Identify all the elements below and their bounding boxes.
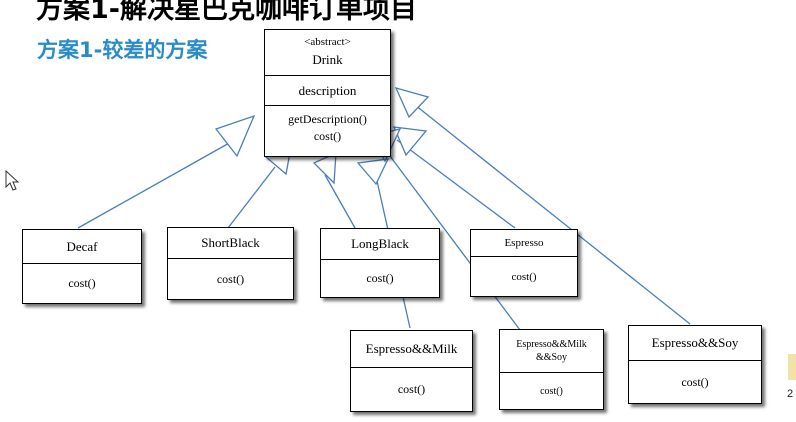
drink-class-name: Drink bbox=[312, 52, 343, 67]
drink-attribute-compartment: description bbox=[265, 75, 390, 105]
espresso-class-name: Espresso bbox=[504, 237, 544, 249]
shortblack-method-cost: cost() bbox=[168, 258, 293, 299]
longblack-class-name: LongBlack bbox=[351, 236, 409, 251]
slide-heading: 方案1-解决星巴克咖啡订单项目 bbox=[36, 0, 417, 25]
drink-method-getdescription: getDescription() bbox=[288, 112, 367, 126]
espresso-milk-soy-class-box: Espresso&&Milk &&Soy cost() bbox=[499, 329, 604, 410]
drink-attribute: description bbox=[298, 82, 357, 98]
drink-stereotype: <abstract> bbox=[304, 36, 351, 48]
espresso-milk-soy-name-compartment: Espresso&&Milk &&Soy bbox=[500, 330, 603, 372]
decaf-arrowhead bbox=[214, 114, 256, 158]
drink-name-compartment: <abstract> Drink bbox=[265, 30, 390, 75]
espresso-milk-soy-class-name-line1: Espresso&&Milk bbox=[516, 339, 587, 350]
espresso-milk-soy-method-cost: cost() bbox=[500, 372, 603, 409]
decaf-method-cost: cost() bbox=[23, 263, 141, 303]
espresso-soy-class-box: Espresso&&Soy cost() bbox=[628, 325, 762, 404]
drink-class-box: <abstract> Drink description getDescript… bbox=[264, 29, 391, 157]
longblack-inheritance-line bbox=[324, 174, 356, 229]
espresso-soy-inheritance-line bbox=[414, 104, 691, 325]
shortblack-class-box: ShortBlack cost() bbox=[167, 227, 294, 300]
decaf-inheritance-line bbox=[77, 141, 232, 229]
drink-methods-compartment: getDescription() cost() bbox=[265, 105, 390, 156]
mouse-pointer-icon bbox=[5, 170, 20, 191]
decaf-class-box: Decaf cost() bbox=[22, 229, 142, 304]
espresso-arrowhead bbox=[392, 126, 428, 157]
decaf-class-name: Decaf bbox=[66, 238, 98, 254]
drink-method-cost: cost() bbox=[313, 129, 342, 143]
espresso-soy-method-cost: cost() bbox=[629, 360, 761, 403]
shortblack-class-name: ShortBlack bbox=[201, 235, 260, 250]
longblack-arrowhead bbox=[312, 151, 337, 185]
longblack-class-box: LongBlack cost() bbox=[320, 228, 440, 298]
espresso-method-cost: cost() bbox=[471, 256, 577, 296]
espresso-milk-method-cost: cost() bbox=[351, 367, 472, 411]
espresso-milk-soy-class-name-line2: &&Soy bbox=[535, 352, 568, 363]
espresso-milk-class-name: Espresso&&Milk bbox=[365, 341, 458, 356]
espresso-milk-class-box: Espresso&&Milk cost() bbox=[350, 330, 473, 412]
shortblack-inheritance-line bbox=[227, 166, 276, 229]
slide-subtitle: 方案1-较差的方案 bbox=[37, 38, 208, 62]
espresso-soy-class-name: Espresso&&Soy bbox=[651, 335, 739, 350]
espresso-inheritance-line bbox=[396, 139, 516, 229]
espresso-class-box: Espresso cost() bbox=[470, 229, 578, 297]
espresso-milk-soy-inheritance-line bbox=[383, 147, 521, 331]
espresso-soy-arrowhead bbox=[394, 86, 430, 119]
longblack-method-cost: cost() bbox=[321, 259, 439, 297]
page-number-fragment: 2 bbox=[787, 388, 794, 400]
corner-tab-icon bbox=[788, 354, 796, 380]
espresso-milk-arrowhead bbox=[356, 158, 390, 186]
